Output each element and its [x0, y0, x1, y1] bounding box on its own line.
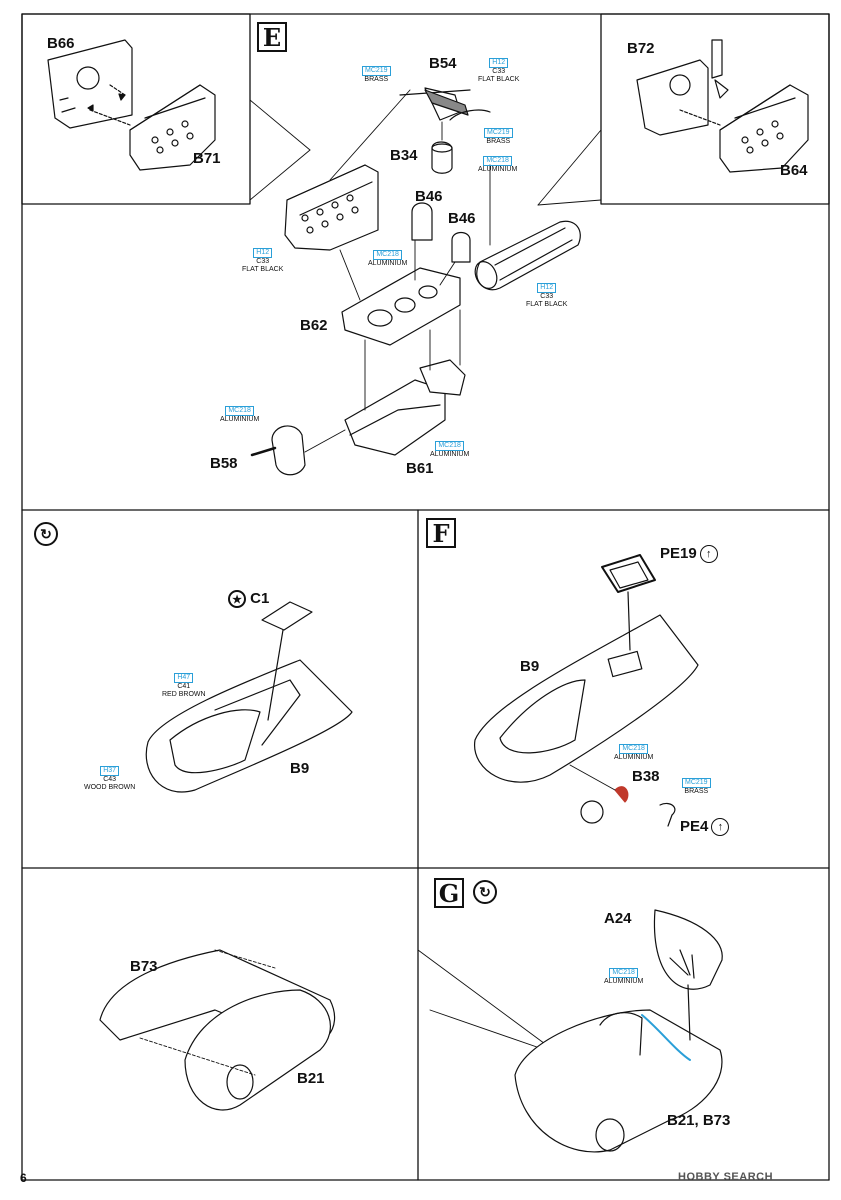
paint-code: MC218 [619, 744, 648, 754]
part-label: B64 [780, 162, 808, 179]
paint-name: ALUMINIUM [220, 416, 260, 423]
paint-code: H47 [174, 673, 194, 683]
paint-callout: H37 C43 WOOD BROWN [84, 766, 135, 792]
paint-code: H12 [489, 58, 509, 68]
repeat-icon: ↻ [473, 880, 497, 904]
paint-code: MC218 [483, 156, 512, 166]
part-label-pe4: PE4↑ [680, 818, 730, 837]
paint-callout: MC218 ALUMINIUM [430, 441, 469, 459]
part-label: B9 [290, 760, 310, 777]
star-icon: ★ [228, 590, 246, 609]
part-label: B46 [448, 210, 476, 227]
repeat-icon: ↻ [34, 522, 58, 546]
paint-callout: MC219 BRASS [682, 778, 711, 796]
paint-code: H37 [100, 766, 120, 776]
part-label: PE19 [660, 545, 697, 562]
part-label: C1 [250, 590, 270, 607]
paint-code-alt: C33 [492, 68, 506, 75]
part-label-pe19: PE19↑ [660, 545, 718, 564]
part-label: B46 [415, 188, 443, 205]
fuselage-b9-left [145, 601, 353, 793]
paint-code: MC219 [362, 66, 391, 76]
fuselage-b9-right [474, 554, 699, 827]
step-e-marker: E [257, 22, 287, 52]
paint-callout: H12 C33 FLAT BLACK [478, 58, 519, 84]
paint-callout: MC219 BRASS [362, 66, 391, 84]
part-label: B54 [429, 55, 457, 72]
paint-code: H12 [537, 283, 557, 293]
paint-name: FLAT BLACK [526, 301, 568, 308]
paint-name: FLAT BLACK [478, 76, 520, 83]
part-label-c1: ★ C1 [228, 590, 270, 609]
paint-code: H12 [253, 248, 273, 258]
watermark: HOBBY SEARCH [678, 1171, 774, 1183]
part-label: B34 [390, 147, 418, 164]
paint-code-alt: C33 [256, 258, 270, 265]
paint-code: MC218 [225, 406, 254, 416]
part-label: B62 [300, 317, 328, 334]
paint-callout: H12 C33 FLAT BLACK [242, 248, 283, 274]
part-label: B9 [520, 658, 540, 675]
paint-code: MC219 [682, 778, 711, 788]
paint-name: BRASS [364, 76, 389, 83]
part-label: B71 [193, 150, 221, 167]
part-label: B38 [632, 768, 660, 785]
part-label: B21, B73 [667, 1112, 731, 1129]
step-f-marker: F [426, 518, 456, 548]
paint-callout: MC218 ALUMINIUM [604, 968, 643, 986]
paint-callout: MC218 ALUMINIUM [478, 156, 517, 174]
engine-assembly [250, 87, 581, 476]
paint-callout: MC218 ALUMINIUM [368, 250, 407, 268]
paint-name: FLAT BLACK [242, 266, 284, 273]
panel-borders [21, 13, 830, 1181]
b21-b73-parts [99, 949, 336, 1111]
up-arrow-icon: ↑ [711, 818, 730, 837]
paint-code-alt: C43 [103, 776, 117, 783]
paint-code-alt: C41 [177, 683, 191, 690]
paint-callout: H12 C33 FLAT BLACK [526, 283, 567, 309]
paint-name: BRASS [684, 788, 709, 795]
part-label: B73 [130, 958, 158, 975]
paint-name: ALUMINIUM [604, 978, 644, 985]
part-label: B66 [47, 35, 75, 52]
inset-leaders [249, 99, 602, 1056]
step-g-marker: G [434, 878, 464, 908]
paint-name: WOOD BROWN [84, 784, 136, 791]
paint-code-alt: C33 [540, 293, 554, 300]
part-label: B72 [627, 40, 655, 57]
part-label: B21 [297, 1070, 325, 1087]
page-number: 6 [20, 1171, 27, 1185]
part-label: PE4 [680, 818, 709, 835]
inset-left-assembly [47, 39, 216, 171]
paint-callout: MC218 ALUMINIUM [220, 406, 259, 424]
up-arrow-icon: ↑ [699, 545, 718, 564]
paint-code: MC219 [484, 128, 513, 138]
paint-name: ALUMINIUM [368, 260, 408, 267]
g-assembly [514, 909, 723, 1153]
part-label: B61 [406, 460, 434, 477]
paint-name: ALUMINIUM [430, 451, 470, 458]
paint-code: MC218 [435, 441, 464, 451]
part-label: A24 [604, 910, 632, 927]
part-label: B58 [210, 455, 238, 472]
paint-name: BRASS [486, 138, 511, 145]
paint-name: ALUMINIUM [614, 754, 654, 761]
paint-callout: MC218 ALUMINIUM [614, 744, 653, 762]
paint-name: RED BROWN [162, 691, 206, 698]
paint-callout: MC219 BRASS [484, 128, 513, 146]
paint-code: MC218 [373, 250, 402, 260]
paint-code: MC218 [609, 968, 638, 978]
paint-callout: H47 C41 RED BROWN [162, 673, 206, 699]
paint-name: ALUMINIUM [478, 166, 518, 173]
inset-right-assembly [636, 39, 809, 173]
